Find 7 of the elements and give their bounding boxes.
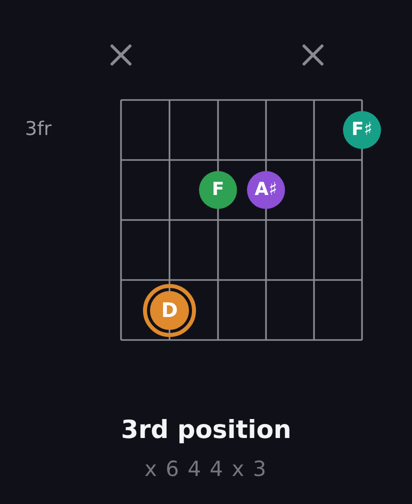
note-dot: F [199,171,237,209]
note-dot: F♯ [343,111,381,149]
fret-number-label: 3fr [25,119,52,141]
fingering-caption: x 6 4 4 x 3 [144,457,268,482]
chord-title: 3rd position [121,416,292,444]
root-note-dot: D [143,284,196,336]
note-dot: A♯ [247,171,285,209]
